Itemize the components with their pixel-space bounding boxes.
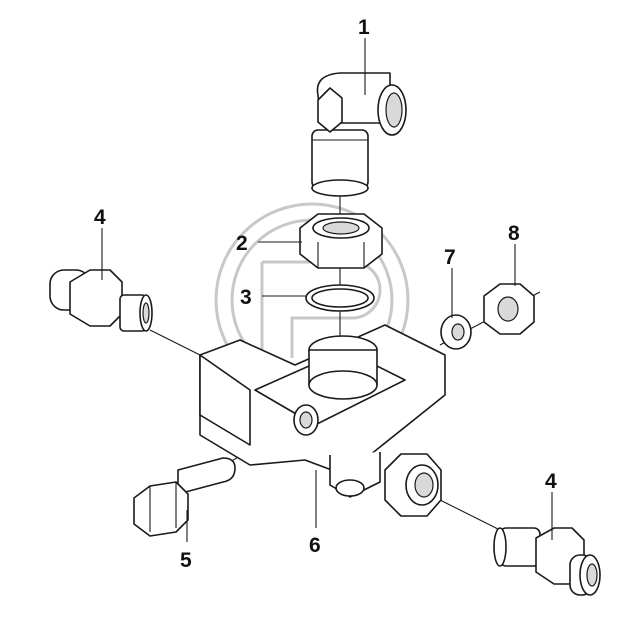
part-6-body [199,324,446,498]
callout-4-right: 4 [545,470,557,493]
part-8-nut [483,283,535,335]
part-2-hex-nut [299,213,383,269]
body-port-hex-nut [384,453,442,517]
part-3-o-ring [305,284,375,312]
callout-1: 1 [358,16,370,39]
callout-7: 7 [444,246,456,269]
callout-3: 3 [240,286,252,309]
leader-lines [101,38,553,542]
callout-5: 5 [180,549,192,572]
callout-4-left: 4 [94,206,106,229]
part-4-adapter-right [493,527,601,596]
part-5-bolt [133,457,236,537]
callout-labels: 1 2 3 4 7 8 6 5 4 [94,16,557,572]
part-4-adapter-left [49,269,153,332]
callout-2: 2 [236,232,248,255]
callout-6: 6 [309,534,321,557]
part-7-washer [440,314,472,350]
callout-8: 8 [508,222,520,245]
part-1-elbow-fitting [311,72,407,197]
